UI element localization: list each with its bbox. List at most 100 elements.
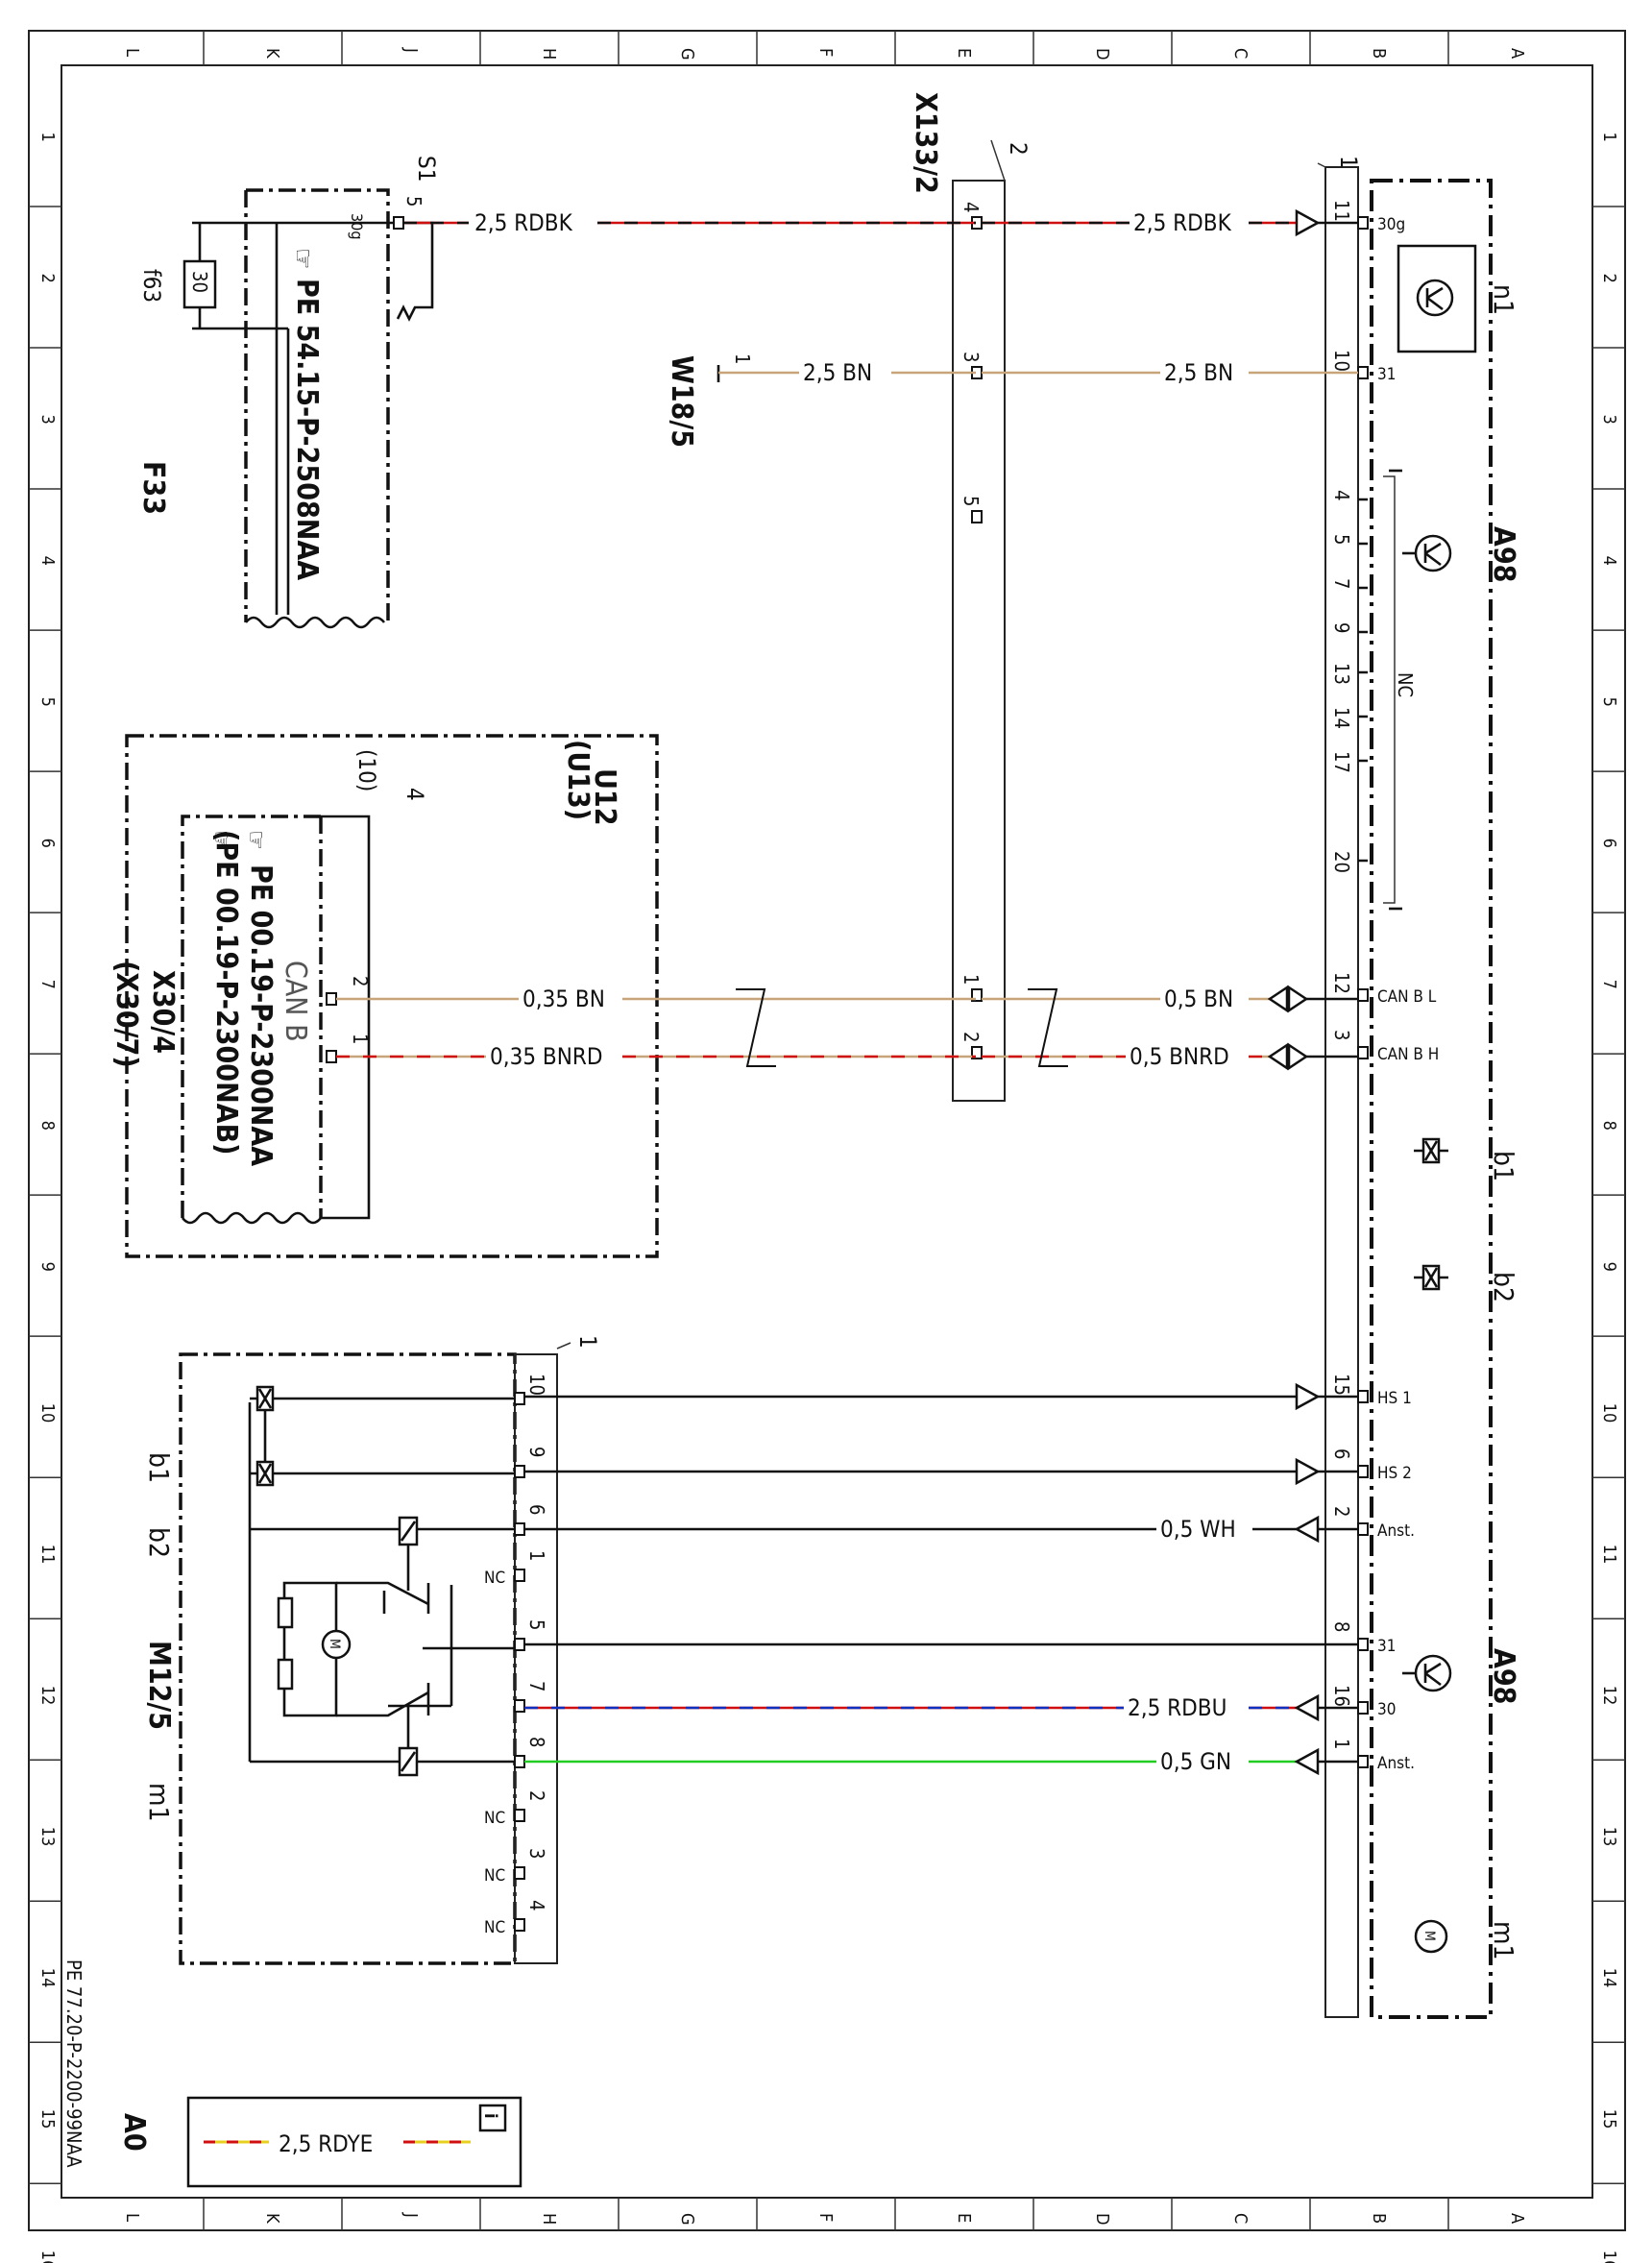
a98-pin-socket: [1357, 1755, 1369, 1768]
u12-pin10: (10): [353, 749, 380, 791]
u12-pin-1: 1: [349, 1034, 372, 1044]
x133-pin-socket: [971, 510, 983, 523]
a98-pin-socket: [1357, 1390, 1369, 1403]
row-label: 13: [37, 1827, 58, 1847]
column-label: J: [401, 47, 421, 53]
w18-pin: 1: [731, 353, 754, 364]
info-icon-glyph: i: [480, 2113, 500, 2119]
u12-ref-1: PE 00.19-P-2300NAA: [244, 864, 278, 1166]
row-label: 8: [37, 1121, 58, 1131]
hand-icon: ☞: [206, 830, 235, 850]
a98-pin-number: 1: [1330, 1739, 1353, 1749]
m12-pin-socket: [514, 1755, 525, 1768]
a98-pin-socket: [1357, 1638, 1369, 1651]
m12-pin-socket: [514, 1392, 525, 1405]
svg-text:M: M: [1421, 1931, 1437, 1941]
u12-pin-2: 2: [349, 976, 372, 986]
a98-pin-label: HS 2: [1377, 1464, 1412, 1483]
nc-label: NC: [484, 1918, 505, 1937]
a98-nc-pin-number: 20: [1330, 851, 1353, 873]
row-label: 12: [37, 1686, 58, 1706]
arrow-right-icon: [1287, 985, 1309, 1013]
column-label: C: [1230, 48, 1251, 59]
m12-pin-number: 3: [525, 1848, 548, 1859]
fuse-box-ref: PE 54.15-P-2508NAA: [290, 279, 324, 580]
a0-wire-label: 2,5 RDYE: [279, 2130, 373, 2157]
a98-nc-pin-number: 9: [1330, 622, 1353, 633]
document-reference: PE 77.20-P-2200-99NAA: [62, 1959, 85, 2168]
row-label: 14: [1599, 1968, 1619, 1988]
m12-pin-socket: [514, 1699, 525, 1713]
b1-label: b1: [1488, 1151, 1519, 1181]
twisted-pair-marker: [1028, 988, 1068, 1067]
a98-pin-number: 16: [1330, 1685, 1353, 1707]
arrow-left-icon: [1267, 985, 1289, 1013]
a98-label-top: A98: [1487, 526, 1520, 582]
a98-pin-number: 2: [1330, 1506, 1353, 1517]
row-label: 2: [1599, 274, 1619, 283]
u12-label: U12: [588, 768, 621, 825]
u12-ref-2: (PE 00.19-P-2300NAB): [209, 830, 243, 1155]
wire-label: 2,5 RDBK: [474, 209, 573, 236]
x133-pin-socket: [971, 988, 983, 1002]
fuse-value: 30: [188, 271, 211, 293]
transistor-icon: [1414, 1654, 1452, 1692]
x133-pin-num: 2: [1005, 142, 1032, 156]
x30-alt-label: (X30/7): [109, 961, 143, 1068]
wire-label: 0,5 BN: [1164, 986, 1233, 1012]
m12-pin-number: 7: [525, 1681, 548, 1691]
control-unit-u12: U12 (U13) 4 (10) CAN B ☞ ☞ PE 00.19-P-23…: [109, 734, 659, 1258]
row-label: 12: [1599, 1686, 1619, 1706]
row-label: 16: [37, 2251, 58, 2263]
s1-label: S1: [413, 156, 440, 182]
column-label: H: [539, 48, 559, 60]
x133-pin-socket: [971, 1046, 983, 1059]
m12-m1-label: m1: [143, 1783, 175, 1822]
can-b-label: CAN B: [279, 961, 312, 1042]
a98-pin-label: 31: [1377, 1637, 1396, 1656]
row-label: 15: [37, 2109, 58, 2129]
row-label: 13: [1599, 1827, 1619, 1847]
fuse-box-id: F33: [136, 461, 170, 515]
row-label: 11: [37, 1545, 58, 1565]
fuse-box-f33: 30 f63 F33 PE 54.15-P-2508NAA ☞ S1 30g 5: [136, 156, 440, 629]
a98-pin-number: 6: [1330, 1448, 1353, 1459]
column-label: C: [1230, 2213, 1251, 2224]
a98-nc-pin-number: 5: [1330, 534, 1353, 545]
m12-pin-socket: [514, 1569, 525, 1582]
x133-pin-number: 3: [960, 352, 983, 362]
a98-pin-label: 30g: [1377, 215, 1405, 234]
arrow-right-icon: [1295, 1382, 1321, 1411]
m12-b2-label: b2: [143, 1527, 175, 1558]
row-label: 11: [1599, 1545, 1619, 1565]
arrow-left-icon: [1267, 1042, 1289, 1071]
column-label: J: [401, 2212, 421, 2218]
row-label: 7: [1599, 980, 1619, 989]
column-label: K: [262, 2213, 282, 2224]
arrow-left-icon: [1294, 1693, 1320, 1722]
column-label: L: [122, 48, 142, 57]
row-label: 15: [1599, 2109, 1619, 2129]
column-label: B: [1369, 48, 1389, 59]
a98-pin-number: 3: [1330, 1030, 1353, 1040]
a98-pin-socket: [1357, 1046, 1369, 1059]
a98-pin-number: 15: [1330, 1374, 1353, 1396]
row-label: 14: [37, 1968, 58, 1988]
m12-pin-number: 4: [525, 1900, 548, 1910]
x133-label: X133/2: [909, 92, 942, 194]
m12-pin-number: 8: [525, 1737, 548, 1747]
a0-label: A0: [117, 2113, 151, 2152]
legend-a0: A0 i 2,5 RDYE: [117, 2096, 522, 2188]
wire-label: 0,5 GN: [1160, 1748, 1231, 1775]
a98-pin-number: 11: [1330, 200, 1353, 222]
hand-icon: ☞: [287, 248, 319, 270]
transistor-icon: [1414, 534, 1452, 572]
nc-label: NC: [484, 1569, 505, 1588]
a98-pin-label: 30: [1377, 1700, 1396, 1719]
x133-pin-number: 2: [960, 1032, 983, 1042]
